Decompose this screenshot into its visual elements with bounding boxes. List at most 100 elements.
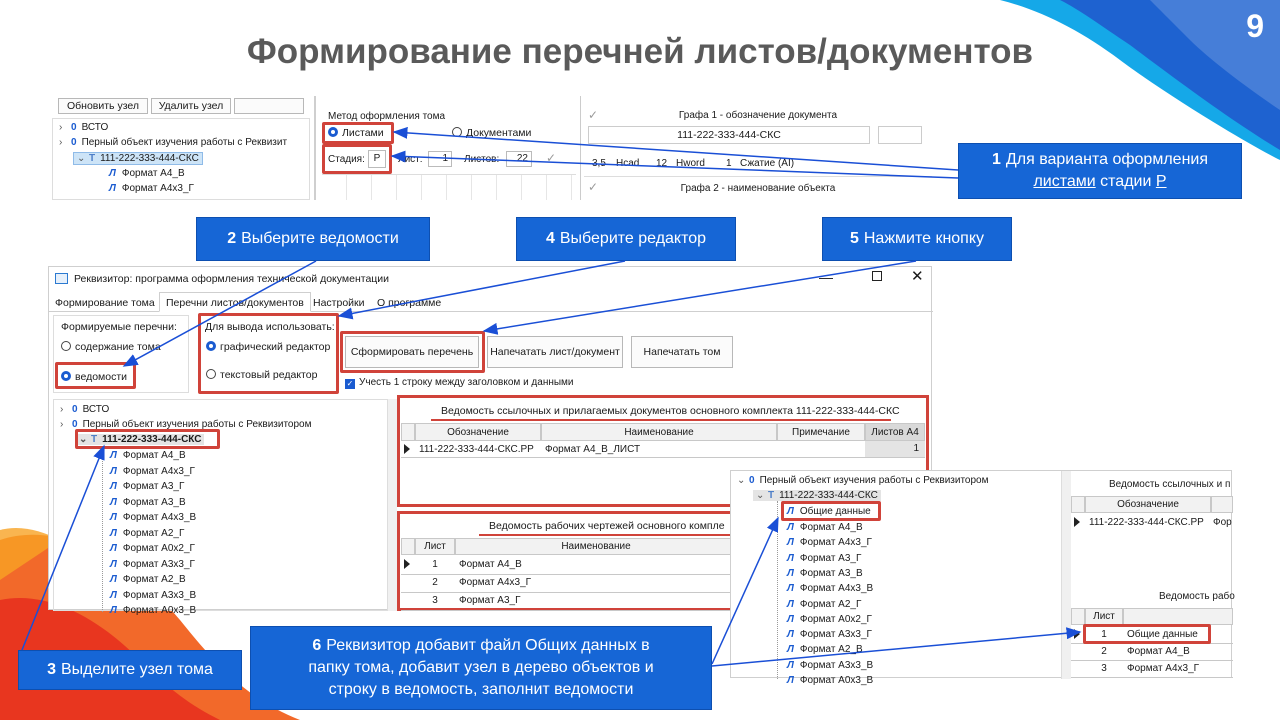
table2-col-name[interactable]: Наименование [455, 538, 737, 555]
splitter[interactable] [314, 96, 316, 200]
radio-by-docs[interactable]: Документами [452, 127, 531, 139]
sheet-icon: Л [787, 522, 794, 533]
sheet-field[interactable]: 1 [428, 151, 452, 167]
table2-cell-sheet[interactable]: 1 [432, 559, 438, 570]
table1-cell[interactable]: Формат А4_В_ЛИСТ [545, 444, 641, 455]
table1-col-name[interactable]: Наименование [541, 423, 777, 441]
tab-about[interactable]: О программе [377, 297, 442, 309]
stage-field[interactable]: Р [368, 150, 386, 168]
radio-contents[interactable]: содержание тома [61, 341, 161, 353]
tree-scrollbar[interactable] [387, 399, 397, 611]
tab-form-volume[interactable]: Формирование тома [55, 297, 155, 309]
result-table2-cell-sheet[interactable]: 1 [1101, 629, 1107, 640]
tree-item-label: Формат А3_В [799, 567, 863, 579]
tab-lists[interactable]: Перечни листов/документов [159, 292, 311, 312]
grafa1-extra-field[interactable] [878, 126, 922, 144]
sheet-icon: Л [110, 527, 117, 539]
result-table2-col-2[interactable] [1123, 608, 1233, 625]
radio-by-sheets[interactable]: Листами [328, 127, 384, 139]
result-table2-col[interactable]: Лист [1085, 608, 1123, 625]
row-gap-checkbox[interactable]: ✓Учесть 1 строку между заголовком и данн… [345, 377, 574, 389]
result-table2-cell-name[interactable]: Общие данные [1127, 629, 1198, 640]
result-table2-cell-sheet[interactable]: 3 [1101, 663, 1107, 674]
result-table1-cell[interactable]: 111-222-333-444-СКС.РР [1089, 517, 1204, 528]
sheets-field[interactable]: 22 [506, 151, 532, 167]
table2-col-sheet[interactable]: Лист [415, 538, 455, 555]
callout-text: Реквизитор добавит файл Общих данных в [326, 637, 650, 654]
update-node-button[interactable]: Обновить узел [58, 98, 148, 114]
sheets-label: Листов: [464, 154, 500, 165]
radio-statements[interactable]: ведомости [61, 371, 127, 383]
tree-item-label: Формат А4х3_Г [799, 537, 872, 549]
table2-cell-sheet[interactable]: 3 [432, 595, 438, 606]
radio-graphic[interactable]: графический редактор [206, 341, 330, 353]
callout-number: 1 [992, 151, 1001, 168]
close-icon[interactable]: ✕ [911, 268, 924, 285]
table1-col-sheets[interactable]: Листов А4 [865, 423, 925, 441]
table1-col-designation[interactable]: Обозначение [415, 423, 541, 441]
form-list-button[interactable]: Сформировать перечень [345, 336, 479, 368]
tree-item-label: Формат А3_В [122, 496, 186, 508]
grafa1-field[interactable]: 111-222-333-444-СКС [588, 126, 870, 144]
divider [580, 96, 581, 200]
maximize-icon[interactable] [872, 271, 882, 281]
radio-text[interactable]: текстовый редактор [206, 369, 317, 381]
table2-cell-name[interactable]: Формат А4х3_Г [459, 577, 532, 588]
table2-cell-name[interactable]: Формат А4_В [459, 559, 522, 570]
result-table2-cell-sheet[interactable]: 2 [1101, 646, 1107, 657]
table1-cell[interactable]: 111-222-333-444-СКС.РР [419, 444, 534, 455]
result-table2-cell-name[interactable]: Формат А4_В [1127, 646, 1190, 657]
extra-button[interactable] [234, 98, 304, 114]
table1-cell[interactable]: 1 [865, 441, 925, 457]
table1-col-note[interactable]: Примечание [777, 423, 865, 441]
print-sheet-button[interactable]: Напечатать лист/документ [487, 336, 623, 368]
tree-scrollbar[interactable] [1061, 471, 1071, 679]
minimize-icon[interactable]: — [819, 269, 833, 285]
result-table1-col-2[interactable] [1211, 496, 1233, 513]
delete-node-button[interactable]: Удалить узел [151, 98, 231, 114]
print-volume-button[interactable]: Напечатать том [631, 336, 733, 368]
table2-cell-name[interactable]: Формат А3_Г [459, 595, 521, 606]
result-table1-col[interactable]: Обозначение [1085, 496, 1211, 513]
result-table1-cell[interactable]: Фор [1213, 517, 1232, 528]
table2-cell-sheet[interactable]: 2 [432, 577, 438, 588]
tab-settings[interactable]: Настройки [313, 297, 365, 309]
result-table2-cell-name[interactable]: Формат А4х3_Г [1127, 663, 1200, 674]
